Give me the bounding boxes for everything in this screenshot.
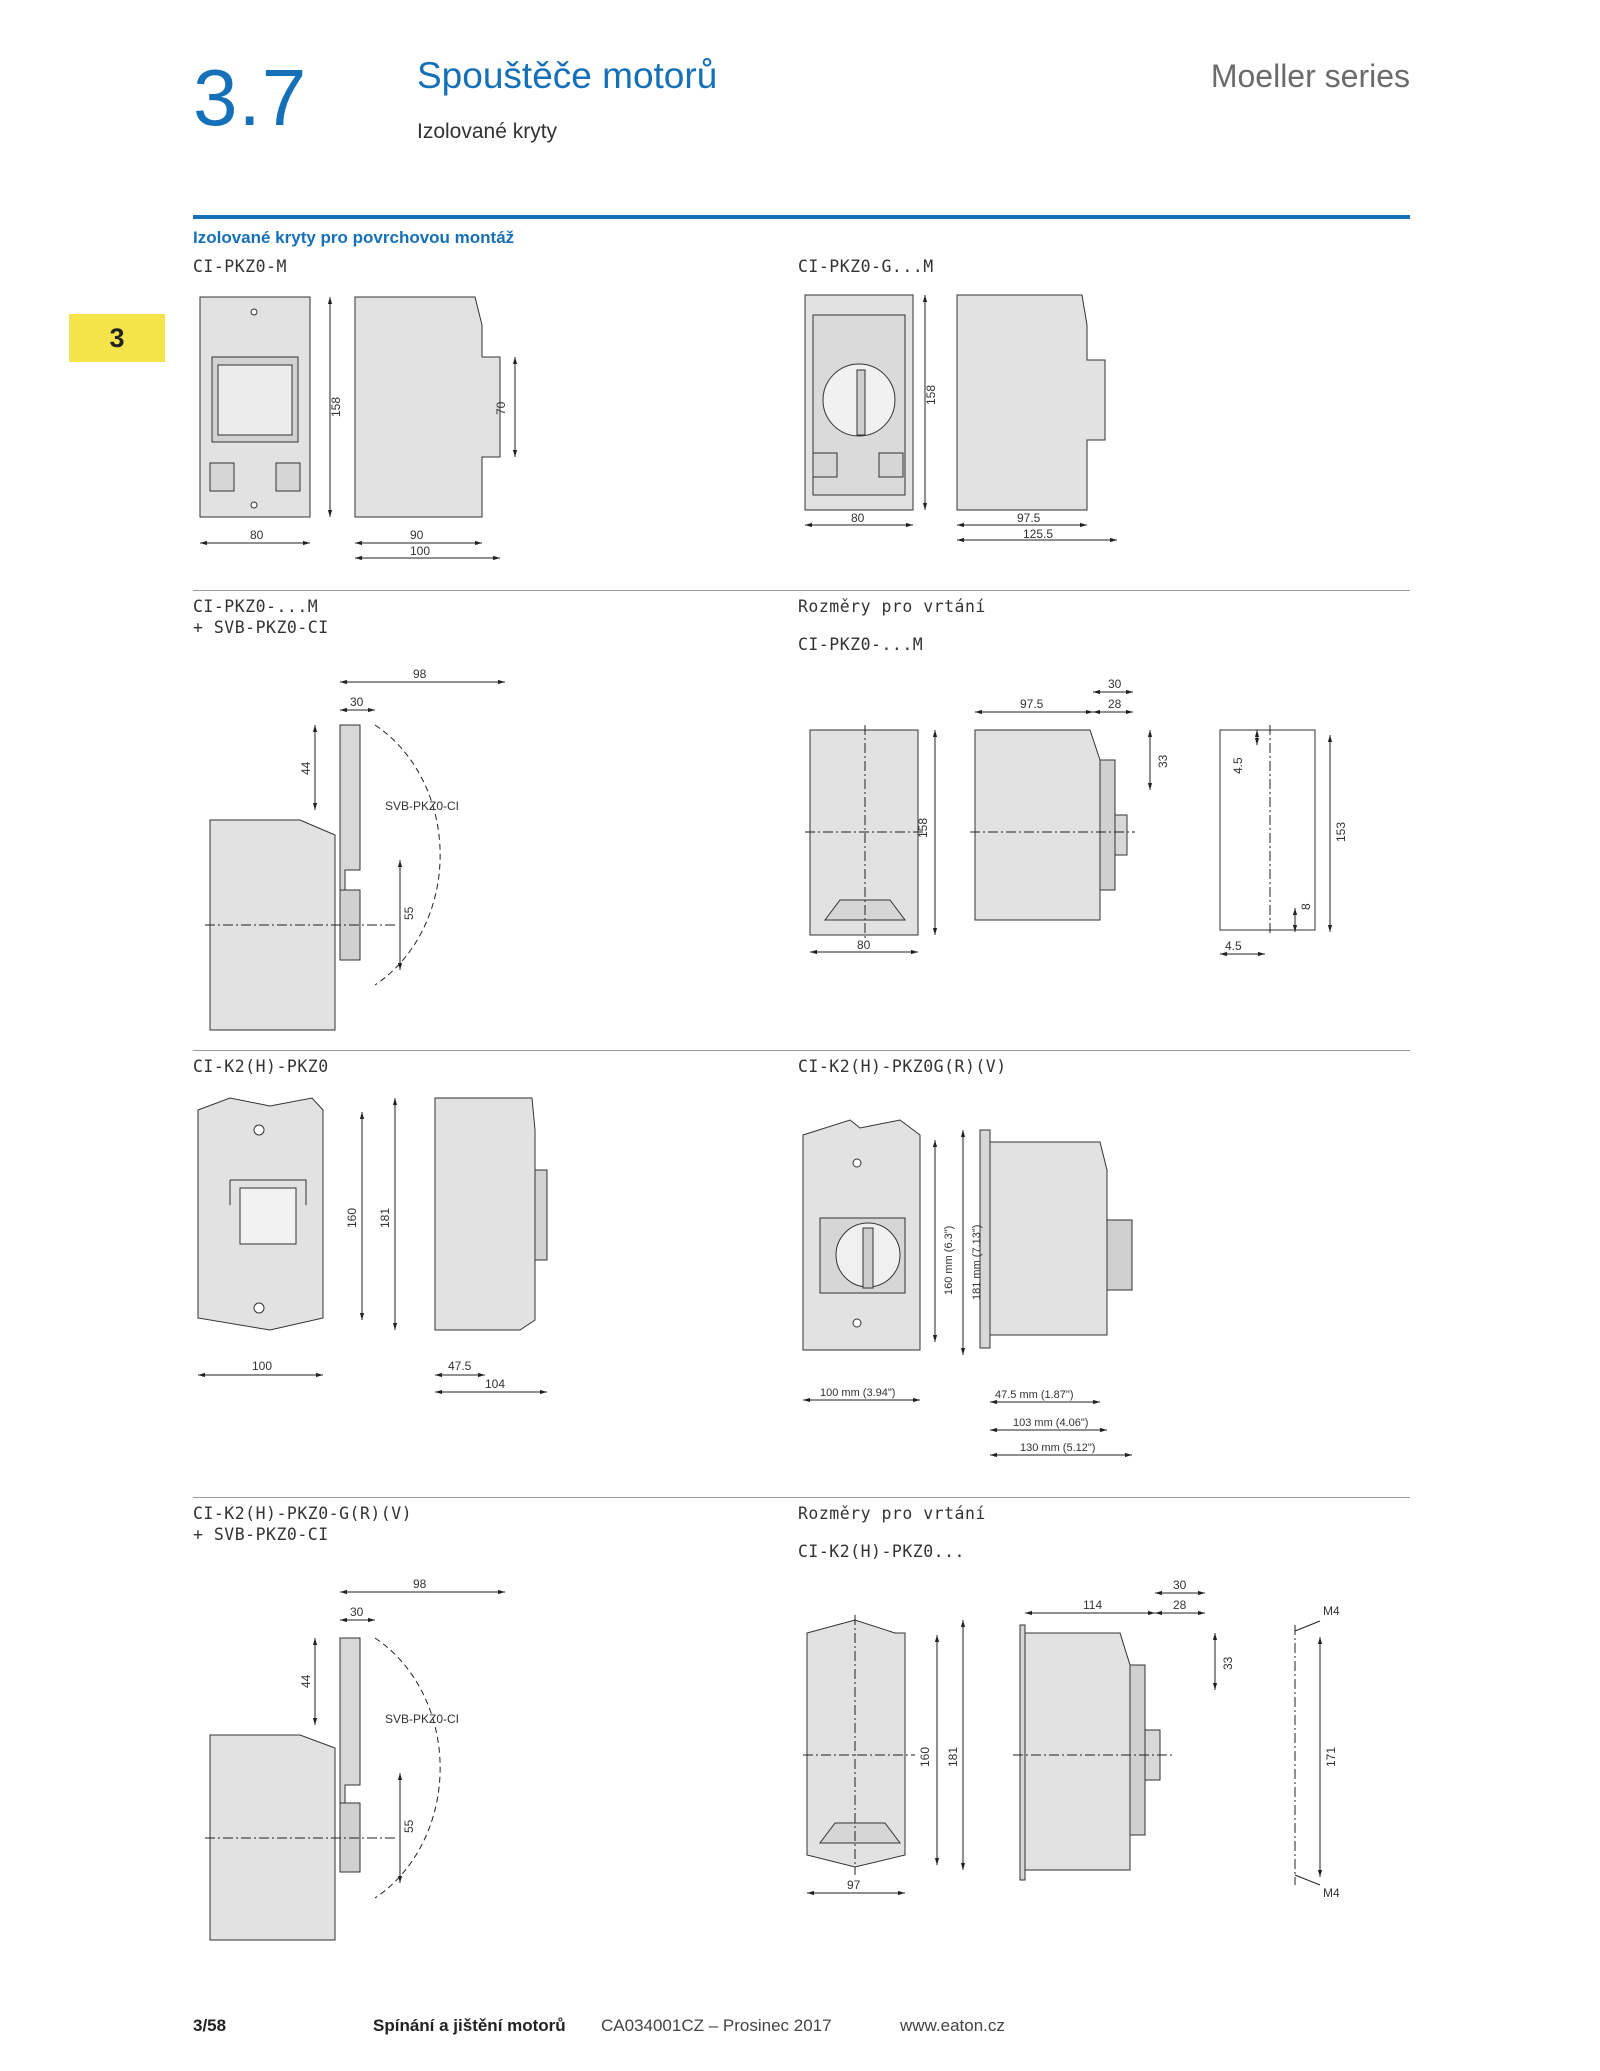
section-number: 3.7 bbox=[193, 53, 308, 142]
dim-w104: 104 bbox=[485, 1377, 505, 1391]
dim-w80: 80 bbox=[851, 511, 865, 525]
drawing-ci-k2h-svb: 98 30 44 55 SVB-PKZ0-CI bbox=[205, 1577, 505, 1941]
dim-w4-5: 4.5 bbox=[1225, 939, 1242, 953]
drawing-drilling-ci-pkz0: 158 80 97.5 30 28 33 4.5 153 8 4.5 bbox=[805, 677, 1348, 957]
dim-w30: 30 bbox=[350, 1605, 364, 1619]
dim-w98: 98 bbox=[413, 1577, 427, 1591]
dim-h4-5: 4.5 bbox=[1231, 757, 1245, 774]
dim-w98: 98 bbox=[413, 667, 427, 681]
drawing-label-7b: + SVB-PKZ0-CI bbox=[193, 1525, 329, 1544]
dim-h158: 158 bbox=[916, 818, 930, 838]
page-subtitle: Izolované kryty bbox=[417, 120, 558, 143]
dim-w90: 90 bbox=[410, 528, 424, 542]
dim-h160: 160 bbox=[345, 1208, 359, 1228]
dim-h33: 33 bbox=[1221, 1656, 1235, 1670]
dim-h44: 44 bbox=[299, 761, 313, 775]
drawing-ci-k2h-pkz0: 160 181 100 47.5 104 bbox=[197, 1097, 548, 1395]
dim-w47-5: 47.5 mm (1.87") bbox=[995, 1389, 1074, 1401]
dim-w103: 103 mm (4.06") bbox=[1013, 1417, 1088, 1429]
section-heading: Izolované kryty pro povrchovou montáž bbox=[193, 228, 515, 247]
dim-w130: 130 mm (5.12") bbox=[1020, 1442, 1095, 1454]
dim-w100: 100 bbox=[410, 544, 430, 558]
dim-w30: 30 bbox=[1108, 677, 1122, 691]
drawing-label-7a: CI-K2(H)-PKZ0-G(R)(V) bbox=[193, 1504, 413, 1523]
divider bbox=[193, 1050, 1410, 1051]
drawing-label-5: CI-K2(H)-PKZ0 bbox=[193, 1057, 329, 1076]
drawing-label-3b: + SVB-PKZ0-CI bbox=[193, 618, 329, 637]
divider bbox=[193, 590, 1410, 591]
divider bbox=[193, 1497, 1410, 1498]
dim-h44: 44 bbox=[299, 1674, 313, 1688]
dim-w28: 28 bbox=[1173, 1598, 1187, 1612]
dim-w80: 80 bbox=[857, 938, 871, 952]
dim-h181: 181 mm (7.13") bbox=[971, 1225, 983, 1300]
dim-h160: 160 mm (6.3") bbox=[943, 1226, 955, 1295]
dim-w28: 28 bbox=[1108, 697, 1122, 711]
dim-h55: 55 bbox=[402, 906, 416, 920]
drawing-label-2: CI-PKZ0-G...M bbox=[798, 257, 934, 276]
drawing-ci-k2h-pkz0g: 160 mm (6.3") 181 mm (7.13") 100 mm (3.9… bbox=[802, 1119, 1133, 1458]
drawing-ci-pkz0-svb: 98 30 44 55 SVB-PKZ0-CI bbox=[205, 667, 505, 1031]
part-label: SVB-PKZ0-CI bbox=[385, 799, 459, 813]
dim-w30: 30 bbox=[350, 695, 364, 709]
drawing-label-3a: CI-PKZ0-...M bbox=[193, 597, 319, 616]
drawing-drilling-ci-k2h-pkz0: 160 181 97 114 30 28 33 M4 171 M4 bbox=[803, 1578, 1340, 1900]
drawing-label-8b: CI-K2(H)-PKZ0... bbox=[798, 1542, 965, 1561]
dim-h171: 171 bbox=[1324, 1747, 1338, 1767]
dim-w114: 114 bbox=[1083, 1598, 1102, 1612]
dim-h55: 55 bbox=[402, 1819, 416, 1833]
drawing-label-8a: Rozměry pro vrtání bbox=[798, 1504, 986, 1523]
dim-h181: 181 bbox=[378, 1208, 392, 1228]
dim-h181: 181 bbox=[946, 1747, 960, 1767]
dim-w30: 30 bbox=[1173, 1578, 1187, 1592]
part-label: SVB-PKZ0-CI bbox=[385, 1712, 459, 1726]
drawing-label-4a: Rozměry pro vrtání bbox=[798, 597, 986, 616]
dim-h8: 8 bbox=[1299, 903, 1313, 910]
header-rule bbox=[193, 215, 1410, 219]
dim-w97: 97 bbox=[847, 1878, 861, 1892]
dim-h70: 70 bbox=[494, 401, 508, 415]
dim-w125-5: 125.5 bbox=[1023, 527, 1053, 541]
dim-m4-top: M4 bbox=[1323, 1604, 1340, 1618]
footer-title: Spínání a jištění motorů bbox=[373, 2016, 566, 2035]
footer-url[interactable]: www.eaton.cz bbox=[900, 2016, 1005, 2035]
dim-h33: 33 bbox=[1156, 754, 1170, 768]
dim-w97-5: 97.5 bbox=[1020, 697, 1044, 711]
dim-m4-bottom: M4 bbox=[1323, 1886, 1340, 1900]
dim-h158: 158 bbox=[329, 397, 343, 417]
drawing-label-6: CI-K2(H)-PKZ0G(R)(V) bbox=[798, 1057, 1007, 1076]
dim-w80: 80 bbox=[250, 528, 264, 542]
dim-w100: 100 bbox=[252, 1359, 272, 1373]
drawing-ci-pkz0-m: 80 158 70 90 100 bbox=[199, 296, 518, 561]
dim-w100: 100 mm (3.94") bbox=[820, 1387, 895, 1399]
dim-h158: 158 bbox=[924, 385, 938, 405]
dim-w47-5: 47.5 bbox=[448, 1359, 472, 1373]
drawing-label-4b: CI-PKZ0-...M bbox=[798, 635, 924, 654]
drawing-label-1: CI-PKZ0-M bbox=[193, 257, 287, 276]
dim-w97-5: 97.5 bbox=[1017, 511, 1041, 525]
dim-h153: 153 bbox=[1334, 822, 1348, 842]
dim-h160: 160 bbox=[918, 1747, 932, 1767]
footer-page-number: 3/58 bbox=[193, 2016, 227, 2035]
series-name: Moeller series bbox=[1210, 58, 1410, 94]
page-title: Spouštěče motorů bbox=[417, 55, 718, 96]
drawing-ci-pkz0-g-m: 158 80 97.5 125.5 bbox=[804, 294, 1117, 543]
footer-doc-code: CA034001CZ – Prosinec 2017 bbox=[601, 2016, 832, 2035]
chapter-tab: 3 bbox=[69, 314, 165, 362]
